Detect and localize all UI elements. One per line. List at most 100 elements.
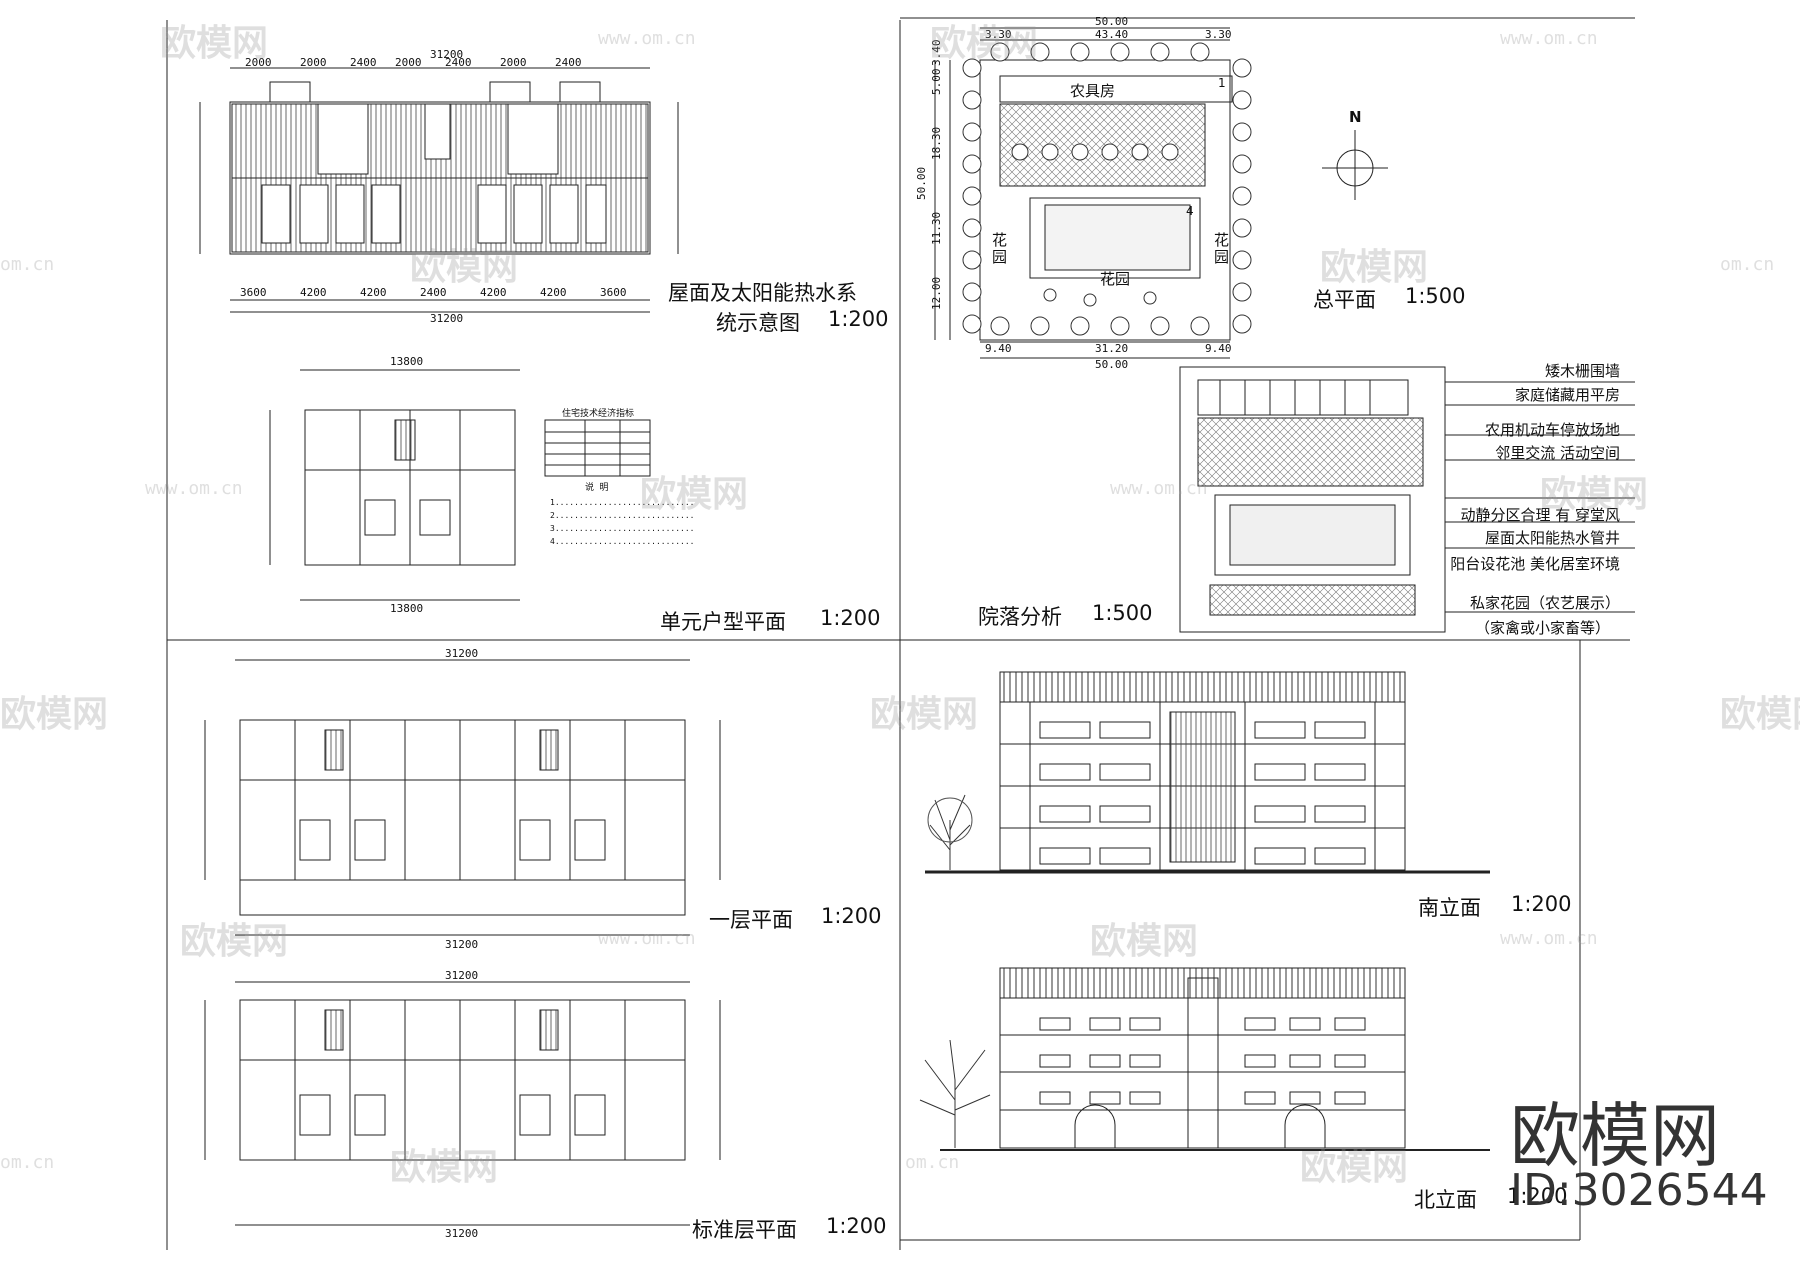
svg-text:住宅技术经济指标: 住宅技术经济指标 xyxy=(562,407,634,419)
svg-text:13800: 13800 xyxy=(390,602,423,615)
svg-text:50.00: 50.00 xyxy=(1095,15,1128,28)
watermark-url: www.om.cn xyxy=(598,928,696,949)
svg-text:3.40: 3.40 xyxy=(930,40,943,67)
svg-text:50.00: 50.00 xyxy=(1095,358,1128,371)
site-plan-drawing xyxy=(934,27,1388,359)
svg-text:9.40: 9.40 xyxy=(985,342,1012,355)
svg-text:31200: 31200 xyxy=(430,48,463,61)
south-elevation-title: 南立面 xyxy=(1418,896,1481,920)
watermark-brand: 欧模网 xyxy=(1540,474,1649,515)
watermark-url: www.om.cn xyxy=(1500,28,1598,49)
courtyard-scale: 1:500 xyxy=(1092,601,1153,625)
svg-text:3.............................: 3............................. xyxy=(550,524,695,533)
svg-text:12.00: 12.00 xyxy=(930,277,943,310)
svg-text:2.............................: 2............................. xyxy=(550,511,695,520)
ground-floor-scale: 1:200 xyxy=(821,904,882,928)
watermark-url: www.om.cn xyxy=(598,28,696,49)
standard-floor-title: 标准层平面 xyxy=(692,1218,797,1242)
svg-text:5.00: 5.00 xyxy=(930,69,943,96)
watermark-url: om.cn xyxy=(905,1152,960,1173)
legend-item-3: 农用机动车停放场地 xyxy=(1484,421,1620,439)
svg-text:2400: 2400 xyxy=(555,56,582,69)
svg-text:4200: 4200 xyxy=(300,286,327,299)
svg-text:1.............................: 1............................. xyxy=(550,498,695,507)
south-elevation-scale: 1:200 xyxy=(1511,892,1572,916)
legend-item-4: 邻里交流 活动空间 xyxy=(1495,444,1620,462)
watermark-url: www.om.cn xyxy=(1110,478,1208,499)
svg-text:4200: 4200 xyxy=(540,286,567,299)
south-elevation-drawing xyxy=(925,671,1490,874)
svg-text:2000: 2000 xyxy=(245,56,272,69)
svg-text:2000: 2000 xyxy=(300,56,327,69)
watermark-brand: 欧模网 xyxy=(1320,247,1429,288)
standard-floor-scale: 1:200 xyxy=(826,1214,887,1238)
watermark-url: om.cn xyxy=(0,1152,55,1173)
watermark-url: www.om.cn xyxy=(145,478,243,499)
roof-title-line1: 屋面及太阳能热水系 xyxy=(668,281,857,305)
watermark-brand: 欧模网 xyxy=(930,23,1039,64)
watermark-brand: 欧模网 xyxy=(410,247,519,288)
north-elevation-scale: 1:200 xyxy=(1507,1184,1568,1208)
legend-item-2: 家庭储藏用平房 xyxy=(1514,386,1620,404)
legend-item-7: 阳台设花池 美化居室环境 xyxy=(1450,555,1620,573)
ground-floor-plan-drawing xyxy=(204,659,721,936)
site-garden-center: 花园 xyxy=(1100,270,1131,288)
svg-text:4.............................: 4............................. xyxy=(550,537,695,546)
svg-text:4200: 4200 xyxy=(480,286,507,299)
svg-text:2400: 2400 xyxy=(445,56,472,69)
svg-text:9.40: 9.40 xyxy=(1205,342,1232,355)
legend-item-9: （家禽或小家畜等） xyxy=(1474,619,1610,637)
site-scale: 1:500 xyxy=(1405,284,1466,308)
svg-text:2000: 2000 xyxy=(500,56,527,69)
svg-text:31.20: 31.20 xyxy=(1095,342,1128,355)
svg-text:11.30: 11.30 xyxy=(930,212,943,245)
north-arrow-label: N xyxy=(1349,108,1362,126)
roof-plan-drawing xyxy=(199,67,679,313)
svg-text:31200: 31200 xyxy=(445,1227,478,1240)
roof-title-line2: 统示意图 xyxy=(716,311,800,335)
legend-item-8: 私家花园（农艺展示） xyxy=(1469,594,1620,612)
svg-text:说 明: 说 明 xyxy=(585,481,608,493)
watermark-url: www.om.cn xyxy=(1500,928,1598,949)
svg-text:50.00: 50.00 xyxy=(915,167,928,200)
svg-text:31200: 31200 xyxy=(445,938,478,951)
svg-text:2000: 2000 xyxy=(395,56,422,69)
svg-text:3.30: 3.30 xyxy=(1205,28,1232,41)
site-number-4: 4 xyxy=(1186,204,1194,218)
brand-logo-text: 欧模网 xyxy=(1510,1095,1720,1177)
watermark-brand: 欧模网 xyxy=(1090,921,1199,962)
site-garden-right: 花 园 xyxy=(1214,231,1230,266)
watermark-brand: 欧模网 xyxy=(1720,694,1800,735)
watermark-brand: 欧模网 xyxy=(160,23,269,64)
legend-item-1: 矮木栅围墙 xyxy=(1544,362,1620,380)
watermark-brand: 欧模网 xyxy=(1300,1147,1409,1188)
watermark-brand: 欧模网 xyxy=(180,921,289,962)
watermark-brand: 欧模网 xyxy=(640,474,749,515)
legend-item-6: 屋面太阳能热水管井 xyxy=(1484,529,1620,547)
courtyard-analysis-drawing xyxy=(1179,366,1635,633)
site-number-1: 1 xyxy=(1218,76,1226,90)
watermark-brand: 欧模网 xyxy=(0,694,109,735)
ground-floor-title: 一层平面 xyxy=(709,908,793,932)
svg-text:4200: 4200 xyxy=(360,286,387,299)
unit-title: 单元户型平面 xyxy=(660,610,786,634)
north-elevation-drawing xyxy=(919,967,1490,1151)
unit-plan-drawing xyxy=(269,369,651,601)
svg-text:2400: 2400 xyxy=(350,56,377,69)
svg-text:43.40: 43.40 xyxy=(1095,28,1128,41)
svg-text:3600: 3600 xyxy=(600,286,627,299)
site-title: 总平面 xyxy=(1313,288,1376,312)
svg-text:18.30: 18.30 xyxy=(930,127,943,160)
site-garden-left: 花 园 xyxy=(992,231,1008,266)
watermark-url: om.cn xyxy=(1720,254,1775,275)
north-elevation-title: 北立面 xyxy=(1414,1188,1477,1212)
watermark-url: om.cn xyxy=(0,254,55,275)
watermark-brand: 欧模网 xyxy=(390,1147,499,1188)
svg-text:31200: 31200 xyxy=(430,312,463,325)
roof-scale: 1:200 xyxy=(828,307,889,331)
site-farm-room-label: 农具房 xyxy=(1070,82,1116,100)
svg-text:3.30: 3.30 xyxy=(985,28,1012,41)
courtyard-title: 院落分析 xyxy=(978,605,1062,629)
